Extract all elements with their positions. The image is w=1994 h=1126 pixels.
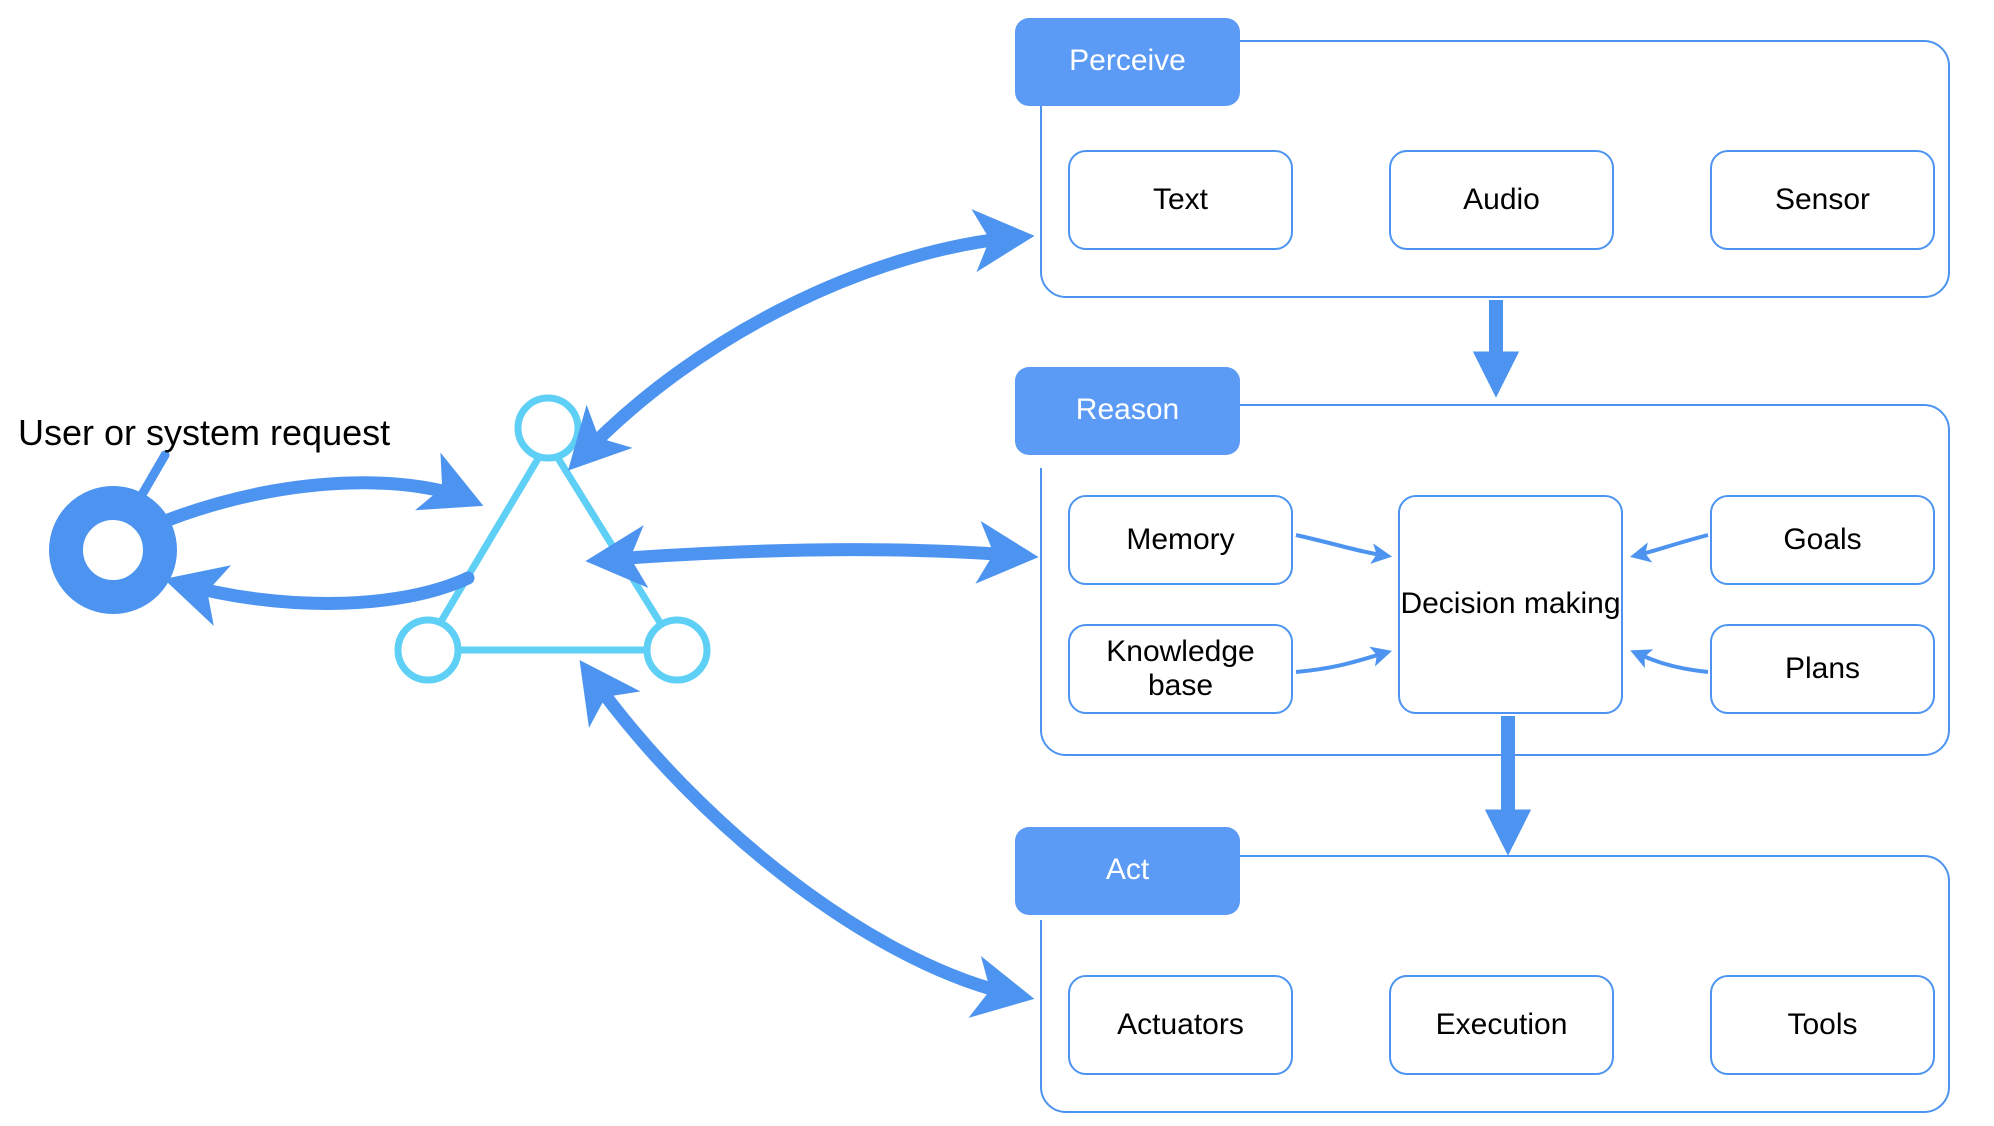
section-reason[interactable] [1040,404,1950,756]
item-box-decision-making[interactable]: Decision making [1398,495,1623,714]
donut-node-icon [49,486,177,614]
item-box-actuators[interactable]: Actuators [1068,975,1293,1075]
item-box-knowledge-base[interactable]: Knowledge base [1068,624,1293,714]
item-box-audio[interactable]: Audio [1389,150,1614,250]
section-act[interactable] [1040,855,1950,1113]
item-box-text[interactable]: Text [1068,150,1293,250]
label-leader-line [131,450,170,510]
item-box-plans[interactable]: Plans [1710,624,1935,714]
tab-perceive-label[interactable]: Perceive [1015,18,1240,106]
section-perceive[interactable] [1040,40,1950,298]
triangle-node-right [643,616,711,684]
arrow-request-to-core [161,452,484,527]
user-request-label: User or system request [18,412,391,453]
arrow-core-act [579,660,1035,1018]
triangle-three-node-icon [394,394,711,684]
triangle-node-left [394,616,462,684]
item-box-goals[interactable]: Goals [1710,495,1935,585]
item-box-sensor[interactable]: Sensor [1710,150,1935,250]
arrow-core-to-request [163,565,475,626]
arrow-core-perceive [567,209,1035,471]
arrow-core-reason [585,520,1039,589]
tab-act-label[interactable]: Act [1015,827,1240,915]
item-box-memory[interactable]: Memory [1068,495,1293,585]
item-box-tools[interactable]: Tools [1710,975,1935,1075]
tab-reason-label[interactable]: Reason [1015,367,1240,455]
item-box-execution[interactable]: Execution [1389,975,1614,1075]
triangle-node-top [514,394,582,462]
